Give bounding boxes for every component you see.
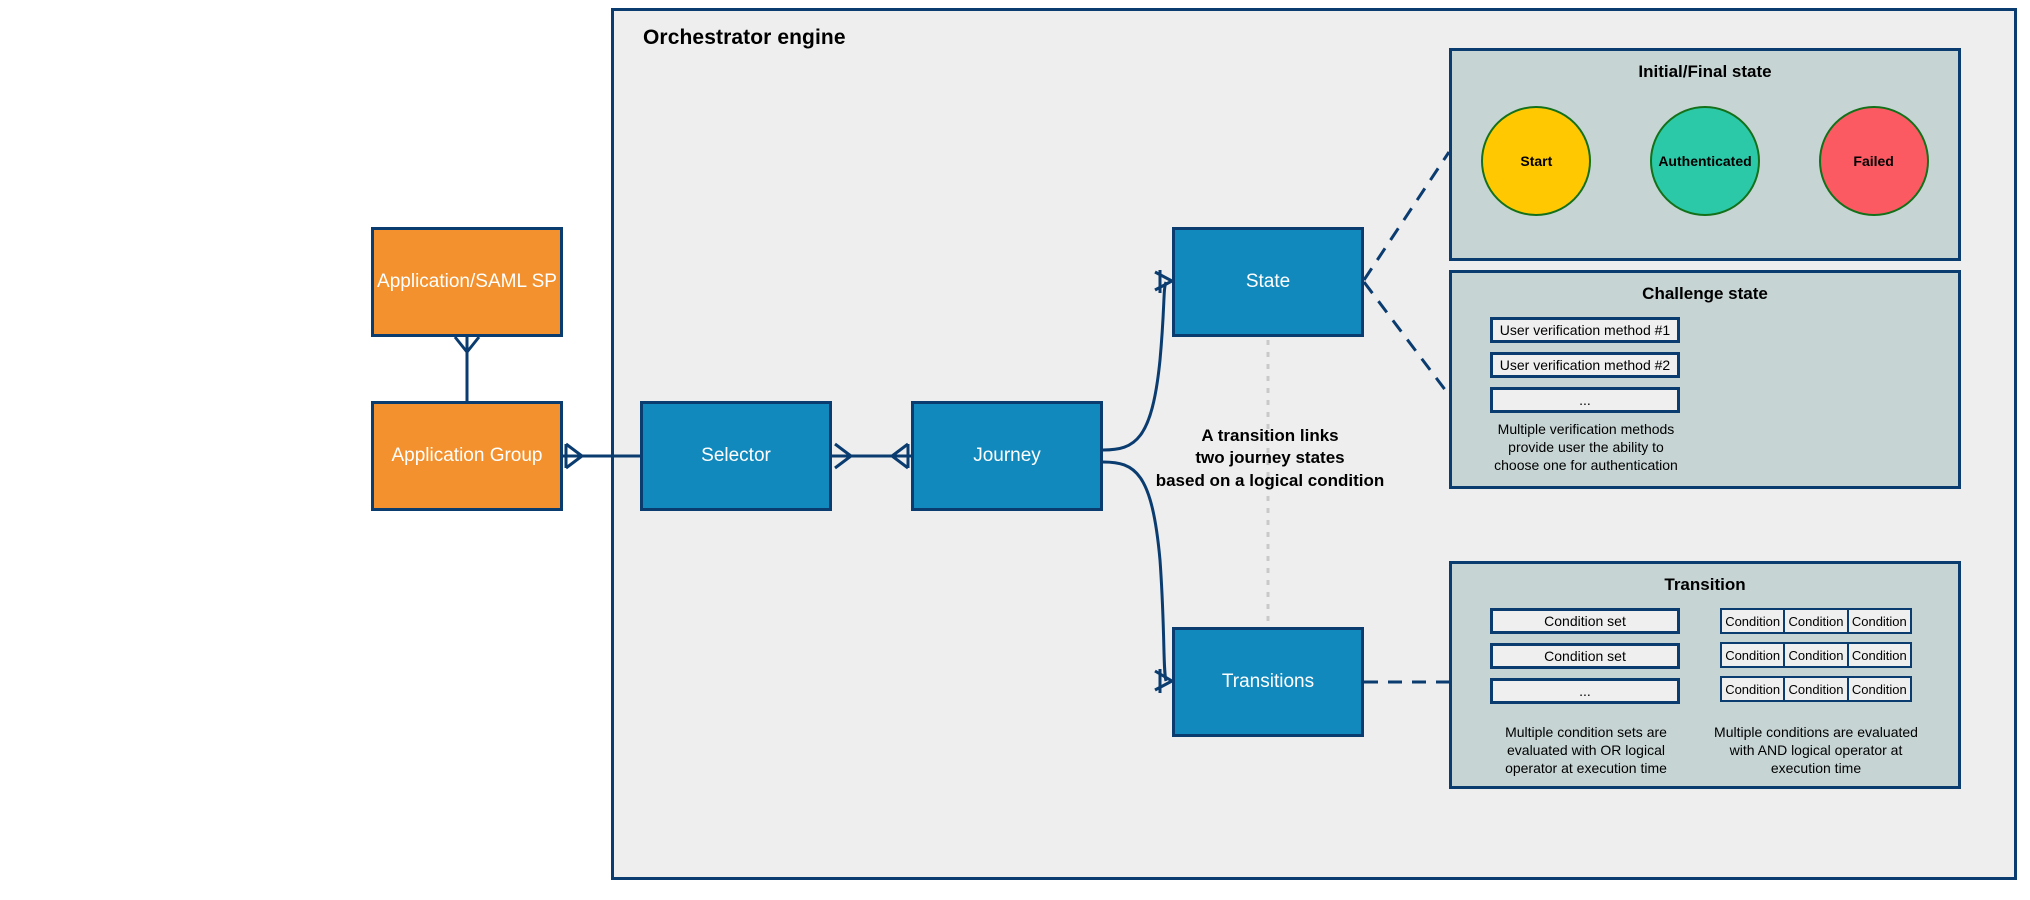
entity-selector[interactable]: Selector xyxy=(640,401,832,511)
verification-method-label: User verification method #2 xyxy=(1499,357,1671,373)
note-line3: execution time xyxy=(1770,759,1862,776)
condition-cell[interactable]: Condition xyxy=(1720,676,1786,702)
list-item[interactable]: User verification method #1 xyxy=(1490,317,1680,343)
conditions-note: Multiple conditions are evaluated with A… xyxy=(1707,724,1925,778)
panel-transition: Transition Condition set Condition set .… xyxy=(1449,561,1961,789)
entity-label: Selector xyxy=(701,445,771,466)
entity-label: Application Group xyxy=(391,445,543,466)
condition-label: Condition xyxy=(1788,613,1844,629)
condition-grid-row: Condition Condition Condition xyxy=(1720,608,1912,634)
panel-initial-final-state: Initial/Final state Start Authenticated … xyxy=(1449,48,1961,261)
verification-method-label: User verification method #1 xyxy=(1499,322,1671,338)
condition-cell[interactable]: Condition xyxy=(1783,608,1849,634)
condition-grid-row: Condition Condition Condition xyxy=(1720,642,1912,668)
entity-application-group[interactable]: Application Group xyxy=(371,401,563,511)
verification-method-list: User verification method #1 User verific… xyxy=(1490,317,1680,422)
condition-label: Condition xyxy=(1851,613,1907,629)
condition-set-label: Condition set xyxy=(1544,648,1626,664)
note-line2: provide user the ability to xyxy=(1508,438,1664,455)
transition-annotation-line3: based on a logical condition xyxy=(1155,470,1385,490)
condition-cell[interactable]: Condition xyxy=(1846,608,1912,634)
entity-transitions[interactable]: Transitions xyxy=(1172,627,1364,737)
note-line2: evaluated with OR logical xyxy=(1507,741,1665,758)
transition-annotation: A transition links two journey states ba… xyxy=(1110,425,1430,492)
condition-label: Condition xyxy=(1788,647,1844,663)
condition-label: Condition xyxy=(1788,681,1844,697)
note-line3: choose one for authentication xyxy=(1494,456,1678,473)
state-circle-authenticated[interactable]: Authenticated xyxy=(1649,106,1760,216)
entity-label: Journey xyxy=(973,445,1041,466)
condition-label: Condition xyxy=(1851,647,1907,663)
orchestrator-engine-title: Orchestrator engine xyxy=(643,26,846,49)
list-item[interactable]: User verification method #2 xyxy=(1490,352,1680,378)
verification-method-label: ... xyxy=(1579,392,1591,408)
condition-cell[interactable]: Condition xyxy=(1783,676,1849,702)
entity-label: Transitions xyxy=(1221,671,1315,692)
condition-cell[interactable]: Condition xyxy=(1720,642,1786,668)
state-circle-row: Start Authenticated Failed xyxy=(1452,106,1958,216)
condition-set-note: Multiple condition sets are evaluated wi… xyxy=(1477,724,1695,778)
state-circle-label: Start xyxy=(1520,153,1553,169)
note-line2: with AND logical operator at xyxy=(1729,741,1903,758)
transition-annotation-line1: A transition links xyxy=(1201,426,1339,445)
panel-title: Initial/Final state xyxy=(1638,62,1772,81)
state-circle-failed[interactable]: Failed xyxy=(1818,106,1929,216)
condition-set-label: Condition set xyxy=(1544,613,1626,629)
panel-title: Transition xyxy=(1664,575,1746,594)
condition-label: Condition xyxy=(1725,681,1781,697)
entity-state[interactable]: State xyxy=(1172,227,1364,337)
state-circle-label: Authenticated xyxy=(1658,153,1752,169)
list-item[interactable]: Condition set xyxy=(1490,608,1680,634)
condition-label: Condition xyxy=(1851,681,1907,697)
condition-cell[interactable]: Condition xyxy=(1720,608,1786,634)
transition-annotation-line2: two journey states xyxy=(1195,448,1345,468)
list-item[interactable]: ... xyxy=(1490,387,1680,413)
entity-journey[interactable]: Journey xyxy=(911,401,1103,511)
list-item[interactable]: ... xyxy=(1490,678,1680,704)
note-line3: operator at execution time xyxy=(1505,759,1667,776)
list-item[interactable]: Condition set xyxy=(1490,643,1680,669)
state-circle-label: Failed xyxy=(1853,153,1894,169)
entity-label: Application/SAML SP xyxy=(377,271,557,292)
note-line1: Multiple conditions are evaluated xyxy=(1714,724,1918,740)
condition-set-label: ... xyxy=(1579,683,1591,699)
panel-title: Challenge state xyxy=(1642,284,1768,303)
state-circle-start[interactable]: Start xyxy=(1481,106,1592,216)
entity-application-saml-sp[interactable]: Application/SAML SP xyxy=(371,227,563,337)
condition-grid-row: Condition Condition Condition xyxy=(1720,676,1912,702)
condition-label: Condition xyxy=(1725,647,1781,663)
challenge-state-note: Multiple verification methods provide us… xyxy=(1477,421,1695,475)
condition-cell[interactable]: Condition xyxy=(1846,676,1912,702)
note-line1: Multiple condition sets are xyxy=(1505,724,1667,740)
note-line1: Multiple verification methods xyxy=(1497,421,1675,437)
condition-cell[interactable]: Condition xyxy=(1783,642,1849,668)
panel-challenge-state: Challenge state User verification method… xyxy=(1449,270,1961,489)
condition-label: Condition xyxy=(1725,613,1781,629)
condition-cell[interactable]: Condition xyxy=(1846,642,1912,668)
condition-set-list: Condition set Condition set ... xyxy=(1490,608,1680,713)
entity-label: State xyxy=(1245,271,1291,292)
condition-grid: Condition Condition Condition Condition … xyxy=(1720,608,1912,710)
